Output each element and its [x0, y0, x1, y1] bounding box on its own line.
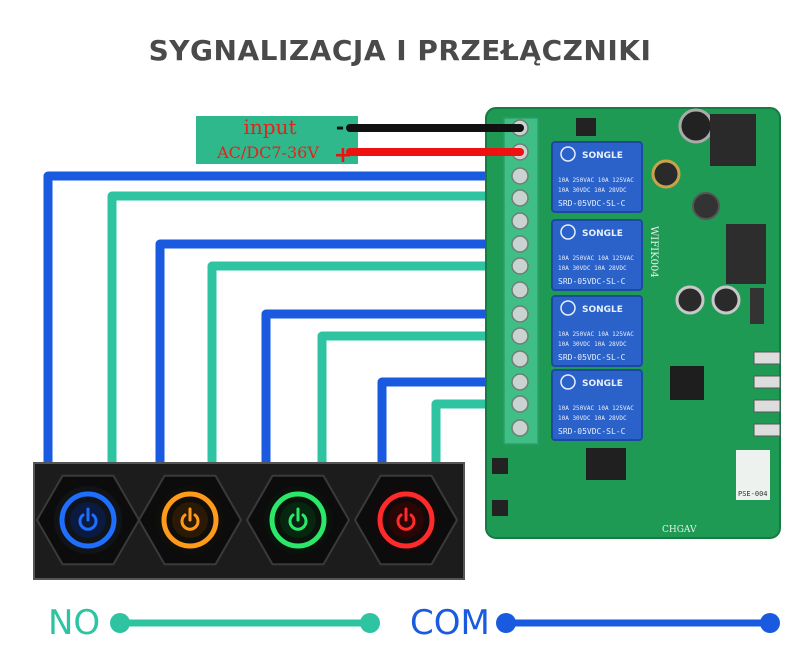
diagram-title: SYGNALIZACJA I PRZEŁĄCZNIKI — [148, 34, 652, 67]
legend-no-dot-right — [360, 613, 380, 633]
power-icon — [288, 507, 308, 531]
relay-brand: SONGLE — [582, 229, 623, 239]
wire-com-1 — [43, 171, 525, 473]
relay-brand: SONGLE — [582, 305, 623, 315]
legend-com-label: COM — [410, 603, 490, 643]
terminal-screw — [511, 419, 529, 437]
wire-no-2 — [207, 261, 525, 473]
relay: SONGLE 10A 250VAC 10A 125VAC 10A 30VDC 1… — [551, 219, 643, 291]
power-label-box — [196, 116, 358, 164]
wires — [43, 171, 525, 473]
relay: SONGLE 10A 250VAC 10A 125VAC 10A 30VDC 1… — [551, 141, 643, 213]
terminal-screw — [511, 189, 529, 207]
terminal-screw — [511, 167, 529, 185]
power-icon — [78, 507, 98, 531]
power-icon — [180, 507, 200, 531]
relay-spec2: 10A 30VDC 10A 28VDC — [558, 415, 627, 422]
wire-no-1 — [107, 191, 525, 473]
relay-model: SRD-05VDC-SL-C — [558, 199, 626, 208]
button-green — [245, 474, 351, 566]
buttons-panel — [33, 462, 465, 580]
terminal-block — [503, 117, 539, 445]
button-orange — [137, 474, 243, 566]
wire-com-4 — [377, 377, 525, 473]
wire-com-3 — [261, 309, 525, 473]
relay-spec1: 10A 250VAC 10A 125VAC — [558, 331, 634, 338]
relay-board: SONGLE 10A 250VAC 10A 125VAC 10A 30VDC 1… — [485, 107, 781, 539]
relay: SONGLE 10A 250VAC 10A 125VAC 10A 30VDC 1… — [551, 295, 643, 367]
relay-spec1: 10A 250VAC 10A 125VAC — [558, 405, 634, 412]
board-label-module: PSE-004 — [738, 490, 768, 498]
power-input: input AC/DC7-36V - + — [196, 115, 524, 168]
terminal-screw — [511, 257, 529, 275]
power-minus-sign: - — [336, 115, 344, 139]
button-red — [353, 474, 459, 566]
relay-spec1: 10A 250VAC 10A 125VAC — [558, 177, 634, 184]
components — [492, 108, 781, 516]
terminal-screw — [511, 281, 529, 299]
relay-brand: SONGLE — [582, 379, 623, 389]
terminal-screw — [511, 350, 529, 368]
board-label-bottom: CHGAV — [662, 525, 697, 535]
relay-spec1: 10A 250VAC 10A 125VAC — [558, 255, 634, 262]
wire-no-3 — [317, 331, 525, 473]
power-icon — [396, 507, 416, 531]
terminal-screw — [511, 395, 529, 413]
relays: SONGLE 10A 250VAC 10A 125VAC 10A 30VDC 1… — [551, 141, 643, 441]
relay-spec2: 10A 30VDC 10A 28VDC — [558, 265, 627, 272]
relay-model: SRD-05VDC-SL-C — [558, 277, 626, 286]
power-label-line1: input — [244, 115, 297, 139]
relay-spec2: 10A 30VDC 10A 28VDC — [558, 341, 627, 348]
relay: SONGLE 10A 250VAC 10A 125VAC 10A 30VDC 1… — [551, 369, 643, 441]
wire-com-2 — [155, 239, 525, 473]
legend-no-label: NO — [48, 603, 101, 643]
relay-brand: SONGLE — [582, 151, 623, 161]
board-label-vertical: WIFIK004 — [648, 226, 659, 278]
relay-spec2: 10A 30VDC 10A 28VDC — [558, 187, 627, 194]
button-blue — [35, 474, 141, 566]
terminal-screw — [511, 305, 529, 323]
legend-no-dot-left — [110, 613, 130, 633]
terminal-screw — [511, 212, 529, 230]
legend-com-dot-left — [496, 613, 516, 633]
legend-com-dot-right — [760, 613, 780, 633]
terminal-screw — [511, 235, 529, 253]
relay-model: SRD-05VDC-SL-C — [558, 353, 626, 362]
power-plus-sign: + — [334, 143, 352, 168]
relay-model: SRD-05VDC-SL-C — [558, 427, 626, 436]
legend-lines — [110, 613, 780, 633]
terminal-screw — [511, 327, 529, 345]
terminal-screw — [511, 373, 529, 391]
power-label-line2: AC/DC7-36V — [216, 143, 319, 162]
